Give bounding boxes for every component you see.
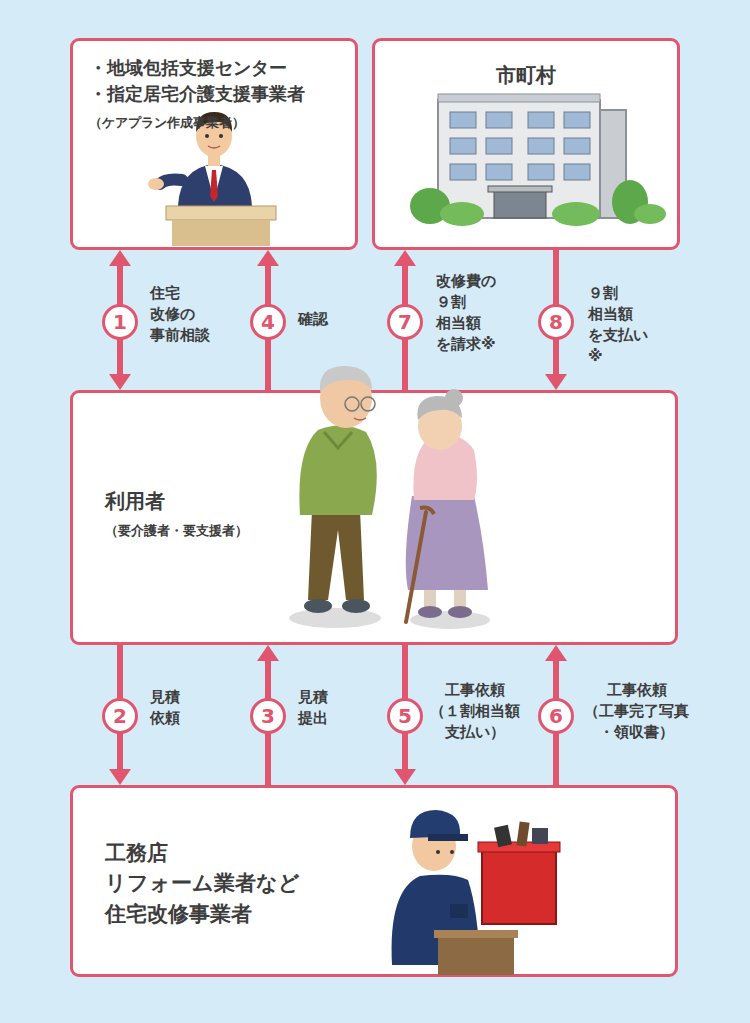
city-box: 市町村 <box>372 38 680 250</box>
contractor-figure <box>392 810 560 975</box>
arrowhead <box>109 769 131 785</box>
callout-number: 2 <box>102 698 138 734</box>
callout-number: 1 <box>102 304 138 340</box>
callout-number: 6 <box>538 698 574 734</box>
callout-number: 3 <box>250 698 286 734</box>
arrowhead <box>109 374 131 390</box>
consultant-figure <box>148 112 276 246</box>
elderly-couple <box>289 366 490 629</box>
city-hall-building <box>410 94 666 226</box>
step-label: 改修費の ９割 相当額 を請求※ <box>436 271 496 355</box>
arrowhead <box>545 645 567 661</box>
agency-box: ・地域包括支援センター・指定居宅介護支援事業者 （ケアプラン作成事業者） <box>70 38 358 250</box>
step-label: ９割 相当額 を支払い※ <box>588 283 648 367</box>
step-label: 見積 依頼 <box>150 687 180 729</box>
arrowhead <box>257 645 279 661</box>
node-title: 利用者 <box>105 487 665 515</box>
callout-number: 4 <box>250 304 286 340</box>
node-text: （ケアプラン作成事業者） <box>89 113 343 133</box>
step-label: 見積 提出 <box>298 687 328 729</box>
step-label: 確認 <box>298 309 328 330</box>
node-title: ・地域包括支援センター <box>89 55 343 81</box>
step-label: 住宅 改修の 事前相談 <box>150 283 210 346</box>
callout-number: 8 <box>538 304 574 340</box>
arrowhead <box>257 250 279 266</box>
callout-number: 5 <box>387 698 423 734</box>
arrowhead <box>394 250 416 266</box>
contractor-box: 工務店 リフォーム業者など 住宅改修事業者 <box>70 785 678 977</box>
arrowhead <box>109 250 131 266</box>
step-label: 工事依頼 （１割相当額 支払い） <box>430 680 520 743</box>
step-label: 工事依頼 （工事完了写真 ・領収書） <box>584 680 689 743</box>
arrowhead <box>545 374 567 390</box>
node-text: ・指定居宅介護支援事業者 <box>89 81 343 107</box>
node-text: （要介護者・要支援者） <box>105 521 665 541</box>
node-title: 工務店 リフォーム業者など 住宅改修事業者 <box>105 838 300 929</box>
user-box: 利用者 （要介護者・要支援者） <box>70 390 678 645</box>
node-title: 市町村 <box>385 61 667 89</box>
arrowhead <box>394 769 416 785</box>
callout-number: 7 <box>387 304 423 340</box>
